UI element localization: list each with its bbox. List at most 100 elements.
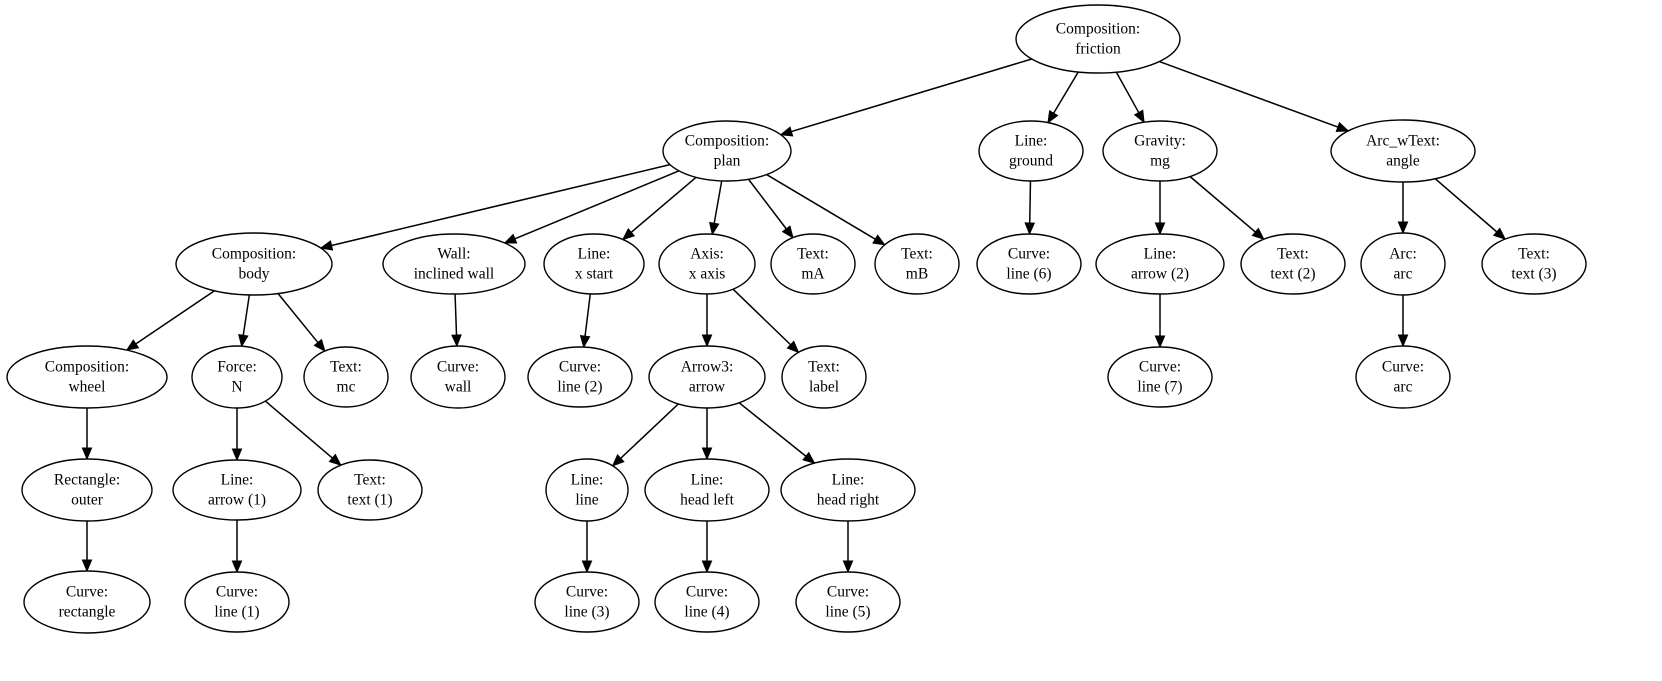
node-ellipse[interactable]: [534, 571, 640, 633]
node-ellipse[interactable]: [172, 459, 302, 521]
edge-arrowhead-icon: [781, 225, 794, 239]
node-ellipse[interactable]: [654, 571, 760, 633]
graph-node-mB[interactable]: Text:mB: [874, 233, 960, 295]
node-ellipse[interactable]: [874, 233, 960, 295]
node-ellipse[interactable]: [1240, 233, 1346, 295]
node-label-type: Arc:: [1389, 246, 1417, 263]
node-ellipse[interactable]: [1015, 4, 1181, 74]
node-label-type: Composition:: [45, 359, 129, 376]
graph-node-line6[interactable]: Curve:line (6): [976, 233, 1082, 295]
graph-node-text3[interactable]: Text:text (3): [1481, 233, 1587, 295]
graph-node-headright[interactable]: Line:head right: [780, 458, 916, 522]
node-label-type: Text:: [1518, 246, 1550, 263]
edge-arrow3-to-headleft: [701, 408, 713, 461]
edge-line: [1115, 71, 1140, 113]
graph-node-text2[interactable]: Text:text (2): [1240, 233, 1346, 295]
node-ellipse[interactable]: [6, 345, 168, 409]
graph-node-plan[interactable]: Composition:plan: [662, 120, 792, 182]
node-label-type: Curve:: [559, 359, 601, 376]
node-ellipse[interactable]: [1330, 119, 1476, 183]
node-ellipse[interactable]: [780, 458, 916, 522]
node-ellipse[interactable]: [317, 459, 423, 521]
graph-node-cline3[interactable]: Curve:line (3): [534, 571, 640, 633]
node-ellipse[interactable]: [976, 233, 1082, 295]
edge-arrowhead-icon: [503, 233, 518, 244]
graph-node-headleft[interactable]: Line:head left: [644, 458, 770, 522]
node-ellipse[interactable]: [644, 458, 770, 522]
graph-node-arc[interactable]: Arc:arc: [1360, 232, 1446, 296]
graph-node-ground[interactable]: Line:ground: [978, 120, 1084, 182]
graph-node-curvewall[interactable]: Curve:wall: [410, 345, 506, 409]
graph-node-xaxis[interactable]: Axis: x axis: [658, 233, 756, 295]
node-ellipse[interactable]: [21, 458, 153, 522]
graph-node-lline[interactable]: Line:line: [545, 458, 629, 522]
node-ellipse[interactable]: [527, 346, 633, 408]
graph-node-curvearc[interactable]: Curve:arc: [1355, 345, 1451, 409]
graph-node-xstart[interactable]: Line:x start: [543, 233, 645, 295]
node-ellipse[interactable]: [648, 345, 766, 409]
node-ellipse[interactable]: [662, 120, 792, 182]
edges-layer: [81, 58, 1507, 574]
edge-arrowhead-icon: [621, 227, 636, 241]
graph-node-forceN[interactable]: Force:N: [191, 345, 283, 409]
graph-node-line2[interactable]: Curve:line (2): [527, 346, 633, 408]
node-label-type: Line:: [578, 246, 611, 263]
graph-node-arrow1[interactable]: Line:arrow (1): [172, 459, 302, 521]
node-ellipse[interactable]: [658, 233, 756, 295]
graph-node-wall[interactable]: Wall:inclined wall: [382, 233, 526, 295]
edge-line: [713, 180, 723, 224]
graph-node-text1[interactable]: Text:text (1): [317, 459, 423, 521]
graph-node-gravity[interactable]: Gravity:mg: [1102, 120, 1218, 182]
node-label-name: x axis: [689, 266, 726, 283]
graph-node-mA[interactable]: Text:mA: [770, 233, 856, 295]
node-ellipse[interactable]: [795, 571, 901, 633]
node-ellipse[interactable]: [1355, 345, 1451, 409]
node-ellipse[interactable]: [23, 570, 151, 634]
node-ellipse[interactable]: [770, 233, 856, 295]
node-ellipse[interactable]: [410, 345, 506, 409]
node-ellipse[interactable]: [175, 232, 333, 296]
node-label-name: label: [809, 379, 839, 396]
graph-node-cline5[interactable]: Curve:line (5): [795, 571, 901, 633]
node-ellipse[interactable]: [978, 120, 1084, 182]
graph-node-body[interactable]: Composition:body: [175, 232, 333, 296]
graph-node-angle[interactable]: Arc_wText:angle: [1330, 119, 1476, 183]
edge-forceN-to-text1: [264, 400, 342, 467]
node-label-type: Axis:: [690, 246, 724, 263]
graph-node-cline1[interactable]: Curve:line (1): [184, 571, 290, 633]
edge-arrowhead-icon: [701, 447, 713, 461]
edge-arrowhead-icon: [579, 335, 591, 349]
edge-arrowhead-icon: [701, 560, 713, 574]
node-label-name: line (5): [825, 604, 870, 621]
graph-node-cline4[interactable]: Curve:line (4): [654, 571, 760, 633]
edge-arrow3-to-lline: [611, 403, 679, 467]
node-ellipse[interactable]: [1481, 233, 1587, 295]
graph-node-line7[interactable]: Curve:line (7): [1107, 346, 1213, 408]
node-ellipse[interactable]: [1360, 232, 1446, 296]
node-label-type: Curve:: [66, 584, 108, 601]
node-ellipse[interactable]: [781, 345, 867, 409]
graph-node-friction[interactable]: Composition:friction: [1015, 4, 1181, 74]
graph-node-label[interactable]: Text:label: [781, 345, 867, 409]
node-label-name: line (6): [1006, 266, 1051, 283]
node-ellipse[interactable]: [1095, 233, 1225, 295]
graph-node-outer[interactable]: Rectangle:outer: [21, 458, 153, 522]
node-ellipse[interactable]: [545, 458, 629, 522]
node-ellipse[interactable]: [1107, 346, 1213, 408]
node-label-name: arrow (1): [208, 492, 266, 509]
graph-node-arrow3[interactable]: Arrow3:arrow: [648, 345, 766, 409]
edge-line: [620, 403, 679, 459]
edge-angle-to-text3: [1434, 178, 1507, 240]
node-ellipse[interactable]: [191, 345, 283, 409]
node-ellipse[interactable]: [1102, 120, 1218, 182]
node-ellipse[interactable]: [303, 346, 389, 408]
node-ellipse[interactable]: [543, 233, 645, 295]
node-ellipse[interactable]: [382, 233, 526, 295]
graph-node-mc[interactable]: Text:mc: [303, 346, 389, 408]
graph-node-arrow2[interactable]: Line:arrow (2): [1095, 233, 1225, 295]
graph-node-wheel[interactable]: Composition:wheel: [6, 345, 168, 409]
edge-line: [1434, 178, 1498, 233]
graph-node-crectangle[interactable]: Curve:rectangle: [23, 570, 151, 634]
edge-arrowhead-icon: [231, 560, 243, 574]
node-ellipse[interactable]: [184, 571, 290, 633]
